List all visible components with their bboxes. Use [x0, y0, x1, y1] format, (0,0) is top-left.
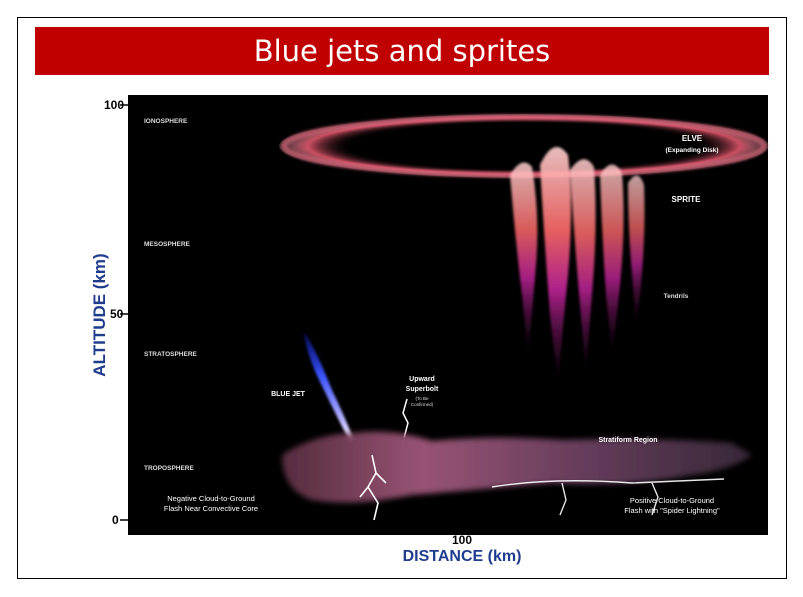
- positive-cg-label-1: Positive Cloud-to-Ground: [630, 496, 714, 505]
- negative-cg-label-1: Negative Cloud-to-Ground: [167, 494, 255, 503]
- elve-label: ELVE: [682, 134, 703, 143]
- superbolt-label-3: (To Be: [415, 396, 429, 401]
- y-tick-0: 0: [112, 513, 119, 527]
- positive-cg-label-2: Flash with "Spider Lightning": [624, 506, 720, 515]
- slide-title: Blue jets and sprites: [254, 34, 551, 68]
- slide-title-bar: Blue jets and sprites: [35, 27, 769, 75]
- layer-troposphere: TROPOSPHERE: [144, 465, 195, 472]
- sprite-label: SPRITE: [672, 195, 702, 204]
- superbolt-label-1: Upward: [409, 376, 435, 383]
- superbolt-label-4: Confirmed): [411, 402, 434, 407]
- stratiform-label: Stratiform Region: [598, 437, 657, 444]
- layer-stratosphere: STRATOSPHERE: [144, 351, 198, 358]
- negative-cg-label-2: Flash Near Convective Core: [164, 504, 258, 513]
- elve-sublabel: (Expanding Disk): [665, 147, 718, 154]
- tendrils-label: Tendrils: [664, 293, 689, 300]
- atmosphere-diagram: ALTITUDE (km) 100 50 0 100 DISTANCE (km)…: [92, 95, 772, 585]
- blue-jet-label: BLUE JET: [271, 391, 306, 398]
- layer-ionosphere: IONOSPHERE: [144, 118, 188, 125]
- x-axis-label: DISTANCE (km): [403, 548, 522, 565]
- superbolt-label-2: Superbolt: [406, 386, 439, 393]
- layer-mesosphere: MESOSPHERE: [144, 241, 191, 248]
- y-axis-label: ALTITUDE (km): [92, 253, 109, 376]
- x-tick-100: 100: [452, 533, 472, 547]
